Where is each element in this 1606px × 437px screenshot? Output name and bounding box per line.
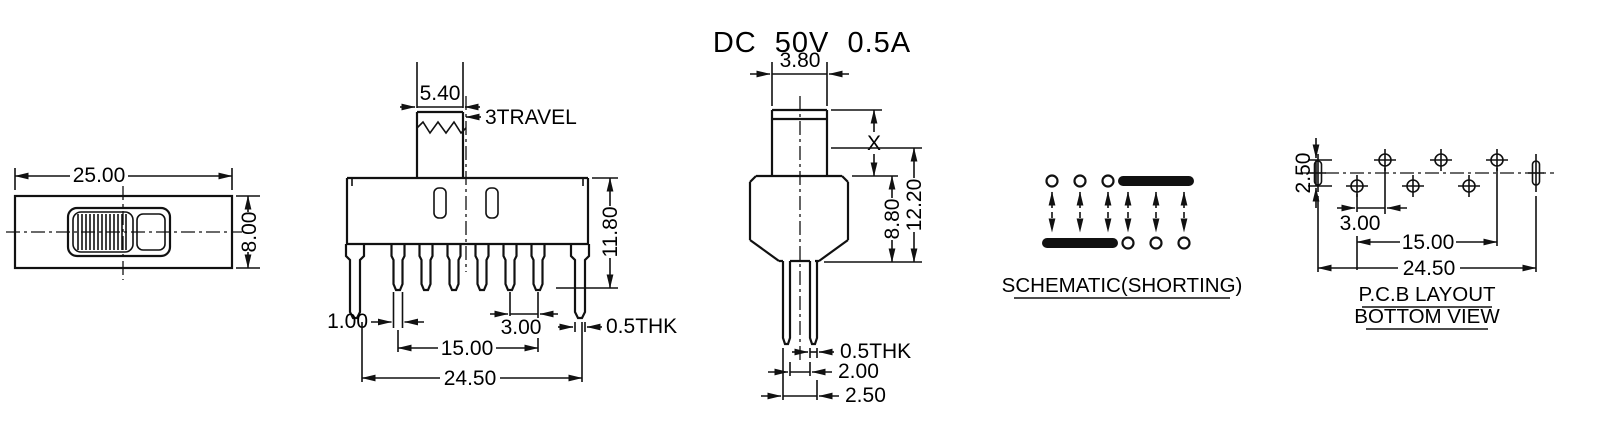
dim-8-80: 8.80 [881,199,904,240]
dimension-top-height: 8.00 [236,195,261,269]
label-bottom-view: BOTTOM VIEW [1354,305,1500,328]
actuator-knob-side [770,108,829,176]
contact-pin [1121,236,1135,250]
terminal-pin [530,242,546,292]
terminal-pin [502,242,518,292]
pcb-pad [1401,174,1425,198]
label-schematic: SCHEMATIC(SHORTING) [1002,274,1243,297]
dim-3-00-pcb: 3.00 [1340,212,1381,235]
pcb-pad [1373,148,1397,172]
dim-x: X [867,132,881,155]
side-view: DC 50V 0.5A 3.80 X 8.80 [713,27,926,407]
dimension-top-width: 25.00 [14,164,233,190]
break-line [416,120,467,135]
dim-11-80: 11.80 [599,207,622,258]
contact-pin [1149,236,1163,250]
solder-legs [781,261,819,346]
terminal-pin [390,242,406,292]
dim-3-80: 3.80 [780,49,821,72]
terminal-pin [446,242,462,292]
pcb-pad [1485,148,1509,172]
knob-grip-outline [72,211,134,253]
dimension-foot-thickness: 0.5THK [558,315,677,338]
mounting-foot-right [569,242,591,320]
knob-grip-serrations [77,214,127,250]
dim-12-20: 12.20 [903,179,926,232]
shorting-bar-top [1118,176,1194,186]
contact-pin [1045,174,1059,188]
pcb-pad [1457,174,1481,198]
terminal-pin [418,242,434,292]
dim-25-00: 25.00 [73,164,126,187]
schematic-view: SCHEMATIC(SHORTING) [1002,174,1243,299]
dim-2-50-pcb: 2.50 [1292,153,1315,194]
front-view: 5.40 3TRAVEL 11.80 1.00 3.00 [327,62,677,390]
dim-5-40: 5.40 [420,82,461,105]
dimension-total-width: 24.50 [361,322,583,390]
cover-tabs [351,178,584,186]
dimension-knob-width: 5.40 [400,62,480,111]
label-3travel: 3TRAVEL [485,106,577,129]
dim-8-00: 8.00 [238,212,261,253]
contact-pin [1177,236,1191,250]
switch-body-side [748,174,850,263]
dimension-pad-span: 15.00 [1356,168,1498,254]
centerlines [6,186,242,280]
dim-2-00: 2.00 [838,360,879,383]
terminal-pin [474,242,490,292]
dimension-row-pitch: 2.50 [1292,138,1332,208]
dim-24-50-pcb: 24.50 [1403,257,1456,280]
dimension-pin-pitch: 3.00 [490,292,558,352]
knob-inner-detail [136,213,166,251]
travel-callout: 3TRAVEL [465,106,577,129]
dim-3-00-front: 3.00 [501,316,542,339]
dimension-leg-span: 2.50 [761,348,886,407]
label-0-5thk-side: 0.5THK [840,340,911,363]
contact-pin [1073,174,1087,188]
dimension-side-body-height: 8.80 [824,175,922,263]
slider-knob-top [66,206,172,258]
top-view: 25.00 8.00 [6,164,261,280]
dimension-leg-gap: 2.00 [768,360,879,383]
contact-pin [1101,174,1115,188]
mounting-slot-right [1527,153,1545,193]
actuator-knob [415,110,465,178]
dimension-total-span: 24.50 [1317,196,1537,280]
dim-15-00-pcb: 15.00 [1402,231,1455,254]
label-0-5thk-front: 0.5THK [606,315,677,338]
dimension-pad-pitch: 3.00 [1337,168,1407,270]
dim-2-50-side: 2.50 [845,384,886,407]
dimension-body-height: 11.80 [556,177,622,289]
dimension-pin-width: 1.00 [327,292,424,333]
dimension-stroke-height: X [831,109,882,177]
label-rating: DC 50V 0.5A [713,27,911,59]
dim-1-00: 1.00 [327,310,368,333]
cover-slot-left [433,187,447,219]
switch-body-outline [345,176,590,246]
label-pcb-layout: P.C.B LAYOUT [1358,283,1496,306]
pcb-pad [1429,148,1453,172]
dim-24-50-front: 24.50 [444,367,497,390]
cover-slot-right [485,187,499,219]
pcb-layout-view: 2.50 3.00 15.00 24.50 P.C.B LAYOUT BOTTO… [1292,138,1554,330]
shorting-bar-bottom [1042,238,1118,248]
dim-15-00-front: 15.00 [441,337,494,360]
mounting-foot-left [344,242,366,320]
dimension-side-knob-width: 3.80 [750,49,849,106]
dimension-leg-thickness: 0.5THK [792,340,911,363]
dimension-pin-span: 15.00 [397,330,539,360]
pcb-pad [1345,174,1369,198]
dimension-side-total-height: 12.20 [831,147,926,263]
